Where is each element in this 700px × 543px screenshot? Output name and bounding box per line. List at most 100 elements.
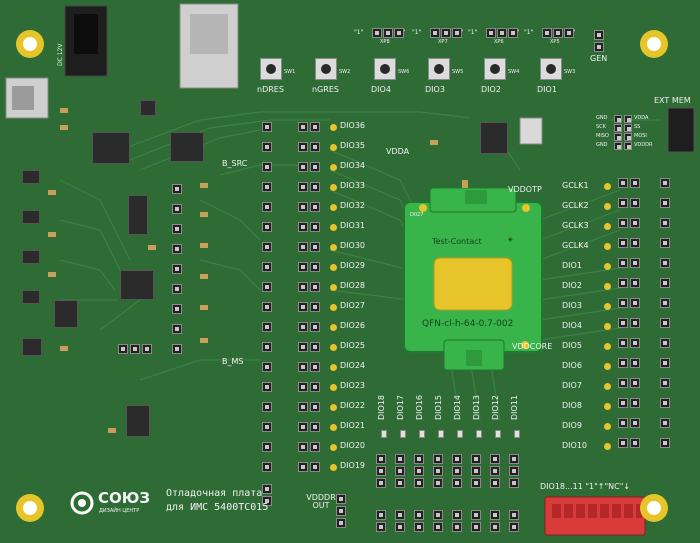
header-pin[interactable]: [298, 222, 308, 232]
header-pin[interactable]: [660, 278, 670, 288]
header-pin[interactable]: [298, 302, 308, 312]
push-button-dio1[interactable]: [540, 58, 562, 80]
header-pin[interactable]: [298, 142, 308, 152]
ext-mem-pin[interactable]: [624, 115, 632, 123]
header-pin[interactable]: [471, 478, 481, 488]
jumper-pin[interactable]: [564, 28, 574, 38]
header-pin[interactable]: [660, 198, 670, 208]
header-pin[interactable]: [172, 204, 182, 214]
header-pin[interactable]: [262, 402, 272, 412]
header-pin[interactable]: [660, 338, 670, 348]
jumper-pin[interactable]: [508, 28, 518, 38]
header-pin[interactable]: [376, 510, 386, 520]
header-pin[interactable]: [298, 462, 308, 472]
header-pin[interactable]: [660, 438, 670, 448]
header-pin[interactable]: [298, 162, 308, 172]
header-pin[interactable]: [262, 282, 272, 292]
header-pin[interactable]: [630, 438, 640, 448]
jumper-pin[interactable]: [142, 344, 152, 354]
header-pin[interactable]: [630, 418, 640, 428]
header-pin[interactable]: [630, 318, 640, 328]
header-pin[interactable]: [433, 454, 443, 464]
header-pin[interactable]: [262, 162, 272, 172]
header-pin[interactable]: [660, 398, 670, 408]
header-pin[interactable]: [509, 454, 519, 464]
header-pin[interactable]: [262, 362, 272, 372]
header-pin[interactable]: [310, 322, 320, 332]
header-pin[interactable]: [298, 282, 308, 292]
header-pin[interactable]: [618, 198, 628, 208]
header-pin[interactable]: [376, 522, 386, 532]
gen-pin[interactable]: [594, 30, 604, 40]
header-pin[interactable]: [310, 362, 320, 372]
header-pin[interactable]: [414, 466, 424, 476]
header-pin[interactable]: [630, 218, 640, 228]
ext-mem-pin[interactable]: [614, 115, 622, 123]
header-pin[interactable]: [433, 466, 443, 476]
header-pin[interactable]: [618, 438, 628, 448]
header-pin[interactable]: [298, 362, 308, 372]
jumper-pin[interactable]: [118, 344, 128, 354]
header-pin[interactable]: [172, 304, 182, 314]
header-pin[interactable]: [452, 522, 462, 532]
header-pin[interactable]: [414, 478, 424, 488]
push-button-ndres[interactable]: [260, 58, 282, 80]
header-pin[interactable]: [452, 454, 462, 464]
header-pin[interactable]: [452, 510, 462, 520]
header-pin[interactable]: [395, 454, 405, 464]
header-pin[interactable]: [471, 510, 481, 520]
header-pin[interactable]: [509, 522, 519, 532]
header-pin[interactable]: [509, 478, 519, 488]
header-pin[interactable]: [298, 202, 308, 212]
header-pin[interactable]: [630, 378, 640, 388]
header-pin[interactable]: [298, 442, 308, 452]
header-pin[interactable]: [310, 342, 320, 352]
header-pin[interactable]: [298, 262, 308, 272]
header-pin[interactable]: [298, 242, 308, 252]
jumper-pin[interactable]: [372, 28, 382, 38]
header-pin[interactable]: [618, 418, 628, 428]
header-pin[interactable]: [262, 182, 272, 192]
header-pin[interactable]: [262, 202, 272, 212]
header-pin[interactable]: [618, 358, 628, 368]
header-pin[interactable]: [509, 510, 519, 520]
jumper-pin[interactable]: [553, 28, 563, 38]
header-pin[interactable]: [395, 478, 405, 488]
header-pin[interactable]: [172, 244, 182, 254]
header-pin[interactable]: [395, 522, 405, 532]
header-pin[interactable]: [660, 258, 670, 268]
ext-mem-pin[interactable]: [624, 142, 632, 150]
header-pin[interactable]: [490, 478, 500, 488]
header-pin[interactable]: [433, 522, 443, 532]
header-pin[interactable]: [172, 324, 182, 334]
vdddr-pin[interactable]: [336, 518, 346, 528]
header-pin[interactable]: [660, 218, 670, 228]
header-pin[interactable]: [618, 318, 628, 328]
header-pin[interactable]: [262, 142, 272, 152]
header-pin[interactable]: [618, 258, 628, 268]
header-pin[interactable]: [298, 342, 308, 352]
header-pin[interactable]: [630, 358, 640, 368]
vdddr-pin[interactable]: [336, 494, 346, 504]
header-pin[interactable]: [618, 218, 628, 228]
header-pin[interactable]: [262, 222, 272, 232]
push-button-dio3[interactable]: [428, 58, 450, 80]
header-pin[interactable]: [630, 238, 640, 248]
header-pin[interactable]: [660, 318, 670, 328]
header-pin[interactable]: [310, 242, 320, 252]
header-pin[interactable]: [618, 298, 628, 308]
header-pin[interactable]: [310, 422, 320, 432]
header-pin[interactable]: [298, 402, 308, 412]
push-button-dio2[interactable]: [484, 58, 506, 80]
header-pin[interactable]: [471, 454, 481, 464]
header-pin[interactable]: [630, 338, 640, 348]
header-pin[interactable]: [433, 510, 443, 520]
header-pin[interactable]: [310, 202, 320, 212]
header-pin[interactable]: [509, 466, 519, 476]
jumper-pin[interactable]: [452, 28, 462, 38]
header-pin[interactable]: [310, 462, 320, 472]
header-pin[interactable]: [310, 262, 320, 272]
header-pin[interactable]: [262, 484, 272, 494]
header-pin[interactable]: [618, 338, 628, 348]
jumper-pin[interactable]: [430, 28, 440, 38]
